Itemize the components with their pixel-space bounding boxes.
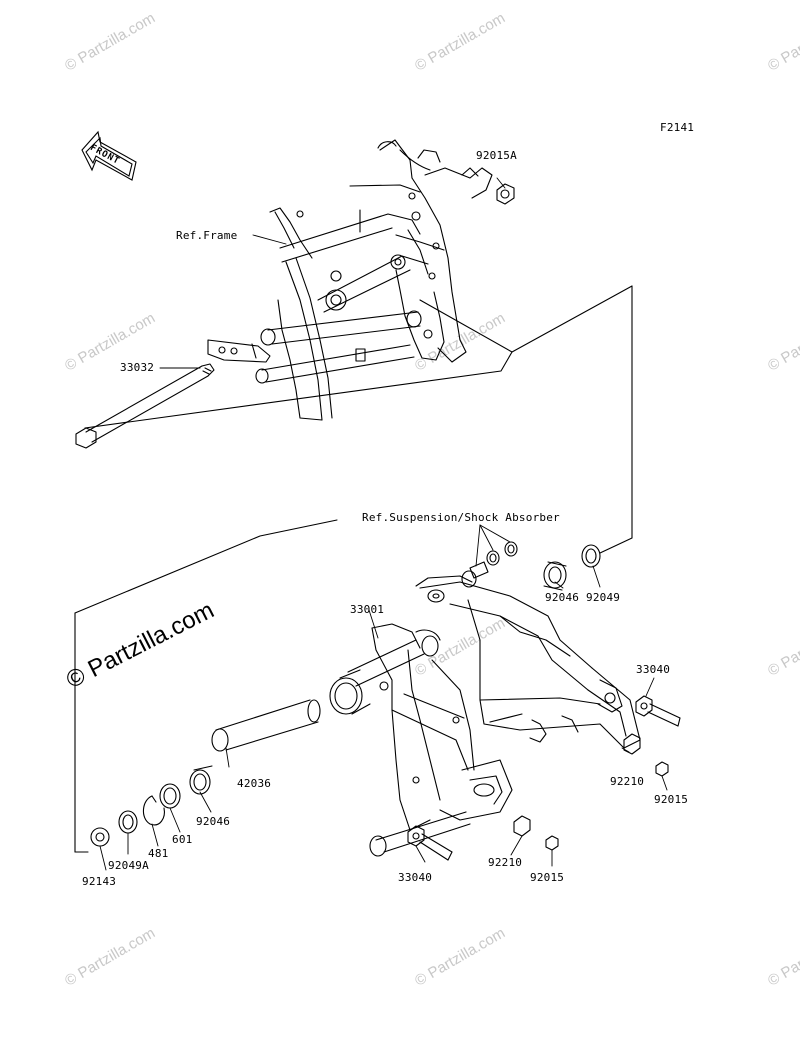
part-label-92015-right[interactable]: 92015 bbox=[654, 793, 689, 806]
swing-arm-33001 bbox=[347, 575, 641, 857]
part-label-92049[interactable]: 92049 bbox=[586, 591, 621, 604]
part-label-92210-right[interactable]: 92210 bbox=[610, 775, 645, 788]
part-label-33040-right[interactable]: 33040 bbox=[636, 663, 671, 676]
part-label-33040-lower[interactable]: 33040 bbox=[398, 871, 433, 884]
part-label-33001[interactable]: 33001 bbox=[350, 603, 385, 616]
part-label-481[interactable]: 481 bbox=[148, 847, 169, 860]
part-label-42036[interactable]: 42036 bbox=[237, 777, 272, 790]
part-label-92015-lower[interactable]: 92015 bbox=[530, 871, 565, 884]
frame-ref-box bbox=[74, 285, 633, 853]
adjuster-bolts bbox=[407, 695, 681, 861]
part-label-92143[interactable]: 92143 bbox=[82, 875, 117, 888]
leader-lines bbox=[99, 177, 668, 871]
part-label-92046-upper[interactable]: 92046 bbox=[545, 591, 580, 604]
front-arrow-icon bbox=[81, 130, 137, 181]
part-label-92046-lower[interactable]: 92046 bbox=[196, 815, 231, 828]
left-bearing-stack bbox=[90, 669, 371, 847]
part-label-33032[interactable]: 33032 bbox=[120, 361, 155, 374]
part-label-601[interactable]: 601 bbox=[172, 833, 193, 846]
nut-92015a bbox=[496, 183, 515, 205]
ref-suspension-label[interactable]: Ref.Suspension/Shock Absorber bbox=[362, 511, 560, 524]
part-label-92210-lower[interactable]: 92210 bbox=[488, 856, 523, 869]
frame-outline bbox=[207, 139, 493, 421]
shock-bushings bbox=[461, 541, 601, 591]
part-label-92049a[interactable]: 92049A bbox=[108, 859, 149, 872]
ref-frame-label[interactable]: Ref.Frame bbox=[176, 229, 238, 242]
part-label-92015a[interactable]: 92015A bbox=[476, 149, 517, 162]
pivot-shaft-33032 bbox=[75, 363, 215, 449]
figure-code: F2141 bbox=[660, 121, 695, 134]
